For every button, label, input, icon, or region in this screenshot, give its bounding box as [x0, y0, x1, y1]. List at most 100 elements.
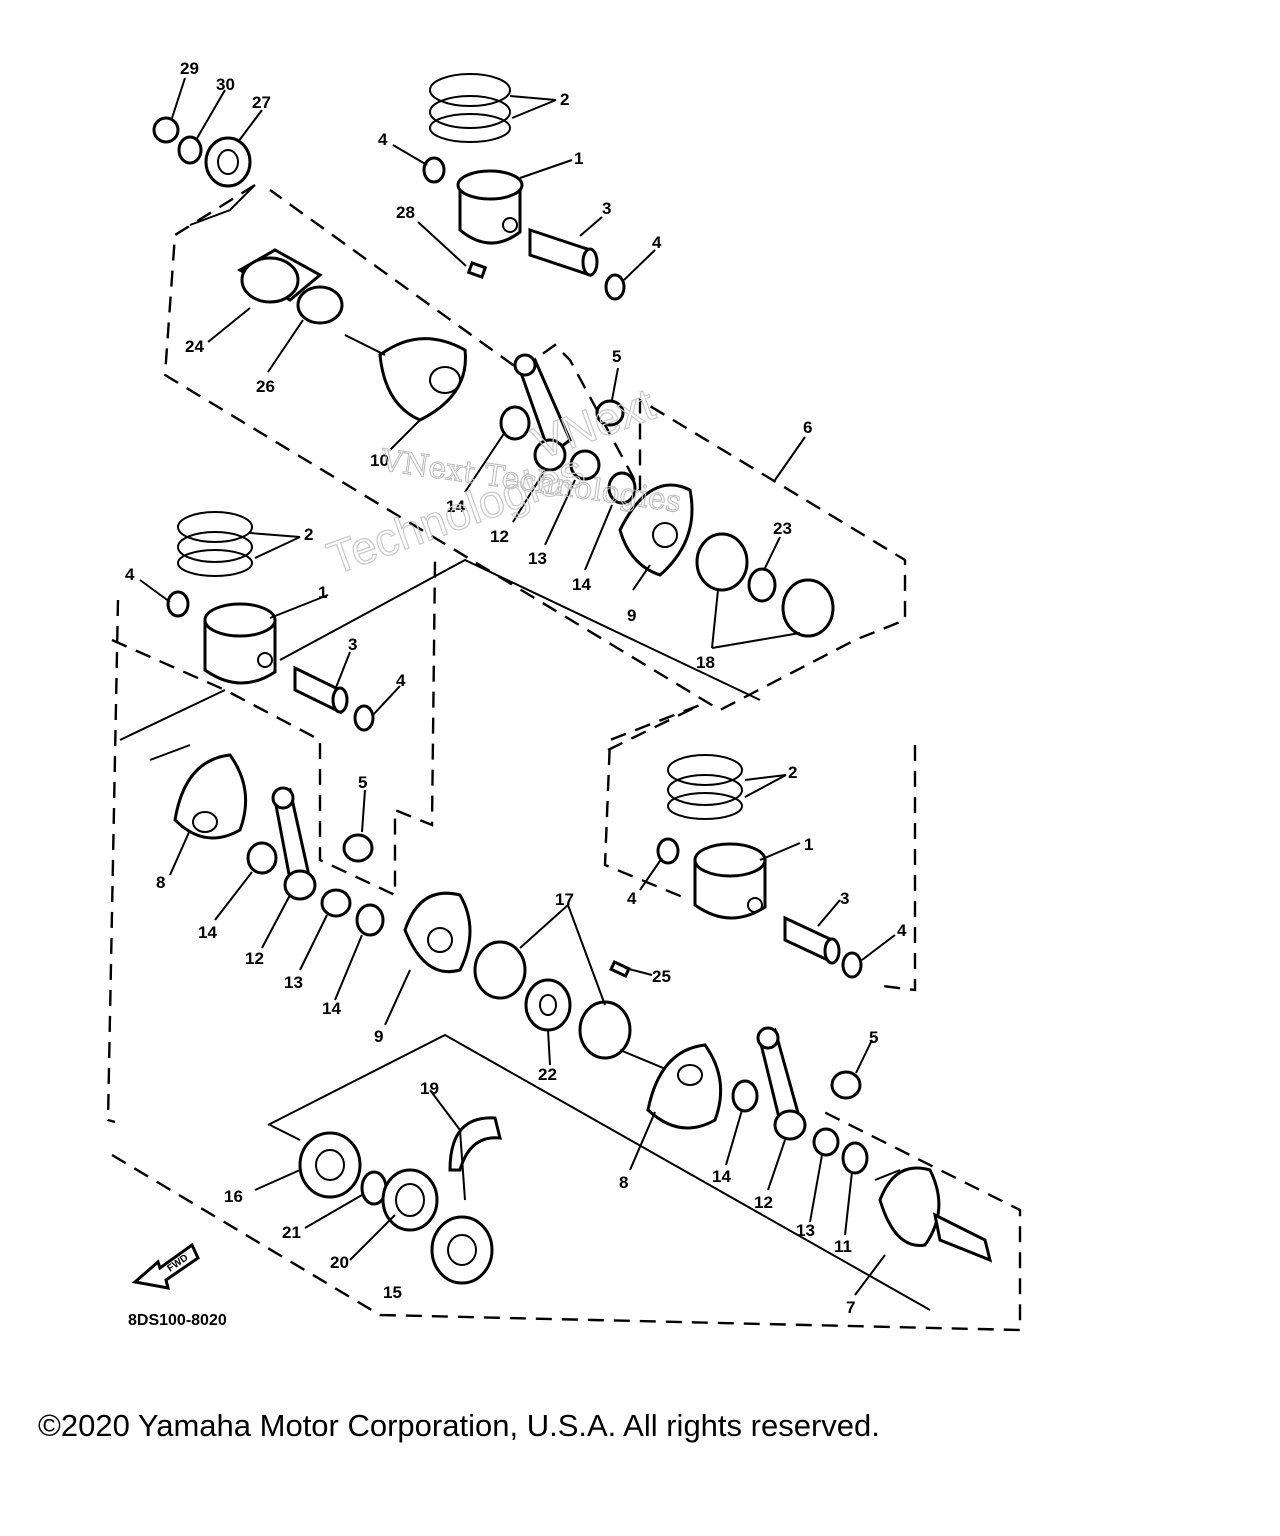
guide-line: [267, 1033, 931, 1311]
callout-4: 4: [125, 565, 135, 584]
washer-14-middle: [246, 841, 278, 875]
bearing-13-middle: [320, 888, 352, 918]
bushing-5-top: [595, 399, 625, 427]
callout-2: 2: [304, 525, 313, 544]
callout-numbers: 29 30 27 2 1 4 3 4 28 24 26 5 6 10 14 12…: [125, 59, 907, 1317]
bushing-5-bottom: [830, 1070, 862, 1100]
callout-30: 30: [216, 75, 235, 94]
crank-web-8-bottom: [619, 1043, 723, 1130]
middle-cylinder-boundary-2: [111, 559, 437, 897]
guide-line: [189, 184, 256, 226]
circlip-middle-left: [166, 590, 190, 618]
callout-5: 5: [358, 773, 367, 792]
oil-seal-top: [204, 136, 252, 188]
con-rod-middle: [271, 786, 317, 901]
callout-1: 1: [804, 835, 813, 854]
bearing-17a: [473, 940, 527, 1000]
bottom-right-boundary: [874, 745, 917, 992]
callout-14: 14: [446, 497, 465, 516]
callout-13: 13: [528, 549, 547, 568]
callout-2: 2: [560, 90, 569, 109]
callout-12: 12: [245, 949, 264, 968]
pin-25: [609, 960, 631, 978]
callout-20: 20: [330, 1253, 349, 1272]
callout-19: 19: [420, 1079, 439, 1098]
callout-4: 4: [396, 671, 406, 690]
washer-14-top-2: [607, 471, 637, 505]
callout-8: 8: [156, 873, 165, 892]
callout-3: 3: [840, 889, 849, 908]
callout-17: 17: [555, 890, 574, 909]
callout-9: 9: [374, 1027, 383, 1046]
guide-line: [269, 1124, 301, 1141]
piston-pin-bottom: [783, 915, 841, 965]
callout-14: 14: [322, 999, 341, 1018]
callout-12: 12: [754, 1193, 773, 1212]
callout-4: 4: [897, 921, 907, 940]
piston-pin-top: [528, 227, 599, 278]
callout-18: 18: [696, 653, 715, 672]
piston-pin-middle: [293, 665, 349, 715]
bushing-26: [296, 285, 344, 325]
washer-14-top: [499, 405, 531, 441]
callout-15: 15: [383, 1283, 402, 1302]
callout-1: 1: [574, 149, 583, 168]
circlip-top-left: [422, 156, 446, 184]
bearing-18a: [695, 532, 749, 592]
circlip-middle-right: [353, 704, 375, 732]
crankshaft-piston-exploded-diagram: FWD: [106, 59, 1022, 1332]
callout-14: 14: [712, 1167, 731, 1186]
callout-16: 16: [224, 1187, 243, 1206]
callout-9: 9: [627, 606, 636, 625]
piston-ring-set-bottom: [667, 754, 743, 820]
crankshaft-lower-boundary: [111, 1108, 1022, 1332]
bearing-13-top: [569, 449, 601, 481]
circlip-bottom-right: [841, 951, 863, 979]
piston-ring-set-middle: [177, 511, 253, 577]
callout-23: 23: [773, 519, 792, 538]
bearing-18b: [781, 578, 835, 638]
callout-6: 6: [803, 418, 812, 437]
callout-29: 29: [180, 59, 199, 78]
washer: [177, 135, 203, 165]
crankshaft-end-7: [874, 1166, 993, 1263]
callout-3: 3: [348, 635, 357, 654]
piston-bottom: [693, 842, 767, 920]
bearing-16: [298, 1131, 362, 1199]
callout-26: 26: [256, 377, 275, 396]
callout-1: 1: [318, 583, 327, 602]
con-rod-top: [513, 353, 572, 472]
crank-web-10: [344, 334, 467, 422]
callout-4: 4: [652, 233, 662, 252]
callout-11: 11: [834, 1237, 852, 1256]
washer-14-middle-2: [355, 903, 385, 937]
con-rod-bottom: [756, 1026, 807, 1141]
callout-2: 2: [788, 763, 797, 782]
callout-24: 24: [185, 337, 204, 356]
washer-11: [841, 1141, 869, 1175]
crank-web-9-top: [618, 483, 694, 577]
bearing-15: [430, 1215, 494, 1285]
guide-line: [119, 689, 226, 741]
callout-25: 25: [652, 967, 671, 986]
callout-12: 12: [490, 527, 509, 546]
callout-5: 5: [869, 1028, 878, 1047]
callout-21: 21: [282, 1223, 301, 1242]
bearing-13-bottom: [812, 1127, 840, 1157]
crank-web-8-middle: [149, 744, 248, 840]
bushing-5-middle: [342, 833, 374, 863]
circlip-bottom-left: [656, 837, 680, 865]
callout-22: 22: [538, 1065, 557, 1084]
callout-3: 3: [602, 199, 611, 218]
callout-4: 4: [378, 130, 388, 149]
callout-14: 14: [572, 575, 591, 594]
callout-13: 13: [796, 1221, 815, 1240]
circlip-top-right: [604, 273, 626, 301]
nut: [152, 116, 180, 144]
callout-14: 14: [198, 923, 217, 942]
crank-web-9-middle: [403, 891, 472, 974]
piston-ring-set-top: [429, 73, 511, 143]
copyright-notice: ©2020 Yamaha Motor Corporation, U.S.A. A…: [38, 1408, 880, 1443]
gear-22: [524, 978, 572, 1032]
callout-10: 10: [370, 451, 389, 470]
